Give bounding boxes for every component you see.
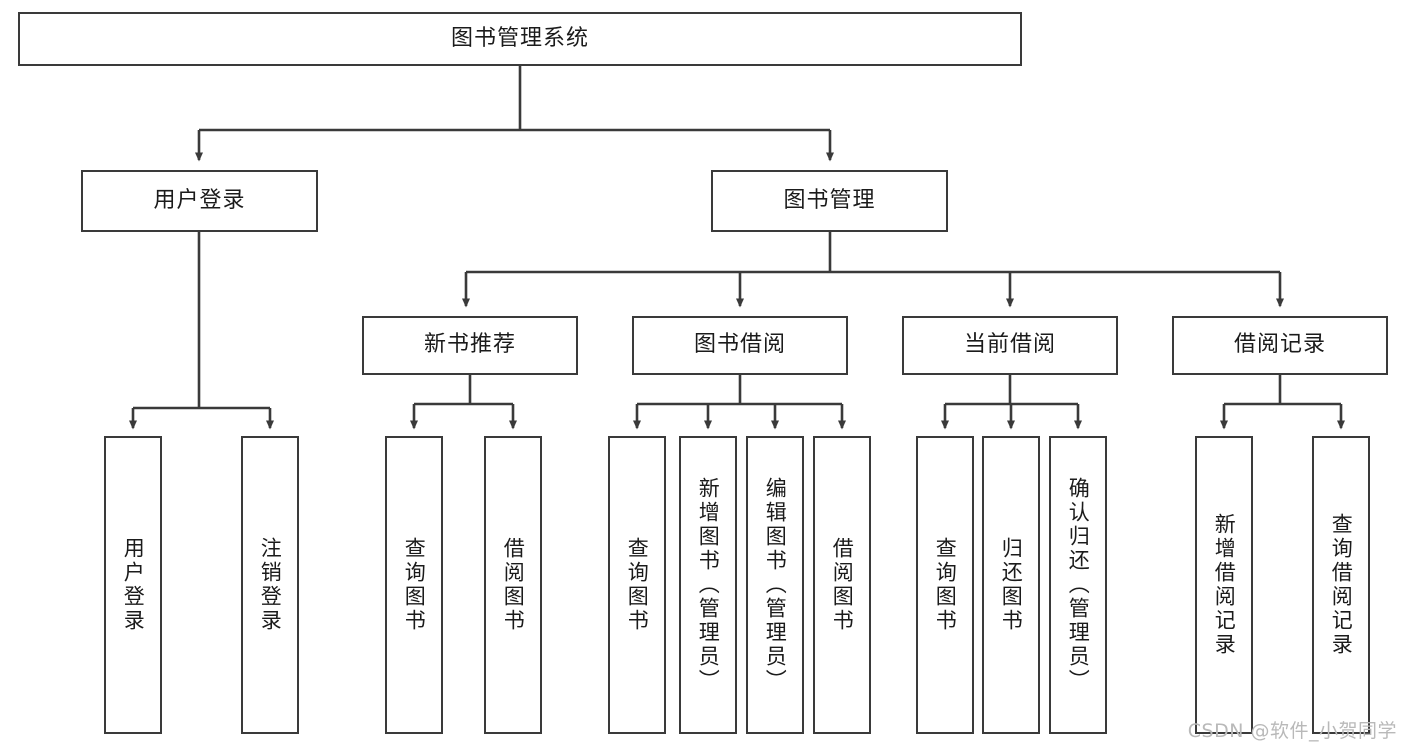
node-label: 用户登录 [121, 537, 146, 633]
node-label: 查询图书 [625, 537, 650, 633]
node-leaf-query-borrow-record[interactable]: 查询借阅记录 [1312, 436, 1370, 734]
node-label: 新增借阅记录 [1212, 513, 1237, 657]
node-root-book-management-system[interactable]: 图书管理系统 [18, 12, 1022, 66]
node-label: 归还图书 [999, 537, 1024, 633]
node-book-borrow[interactable]: 图书借阅 [632, 316, 848, 375]
node-label: 查询借阅记录 [1329, 513, 1354, 657]
node-leaf-query-book-recommend[interactable]: 查询图书 [385, 436, 443, 734]
node-label: 查询图书 [402, 537, 427, 633]
node-label: 图书管理系统 [450, 25, 589, 51]
node-leaf-edit-book-admin[interactable]: 编辑图书（管理员） [746, 436, 804, 734]
node-leaf-borrow-book-recommend[interactable]: 借阅图书 [484, 436, 542, 734]
watermark-text: CSDN @软件_小贺同学 [1187, 720, 1397, 742]
node-label: 编辑图书（管理员） [763, 477, 788, 693]
node-leaf-add-book-admin[interactable]: 新增图书（管理员） [679, 436, 737, 734]
node-label: 新增图书（管理员） [696, 477, 721, 693]
node-leaf-confirm-return-admin[interactable]: 确认归还（管理员） [1049, 436, 1107, 734]
node-label: 确认归还（管理员） [1066, 477, 1091, 693]
node-label: 借阅图书 [501, 537, 526, 633]
node-leaf-user-logout[interactable]: 注销登录 [241, 436, 299, 734]
node-new-book-recommend[interactable]: 新书推荐 [362, 316, 578, 375]
node-label: 注销登录 [258, 537, 283, 633]
node-label: 图书借阅 [693, 332, 786, 358]
node-label: 图书管理 [783, 187, 876, 213]
node-label: 新书推荐 [423, 332, 516, 358]
node-leaf-add-borrow-record[interactable]: 新增借阅记录 [1195, 436, 1253, 734]
node-label: 用户登录 [153, 187, 246, 213]
node-current-borrow[interactable]: 当前借阅 [902, 316, 1118, 375]
node-leaf-return-book[interactable]: 归还图书 [982, 436, 1040, 734]
node-borrow-record[interactable]: 借阅记录 [1172, 316, 1388, 375]
node-leaf-borrow-book[interactable]: 借阅图书 [813, 436, 871, 734]
node-user-login[interactable]: 用户登录 [81, 170, 318, 232]
node-leaf-user-login[interactable]: 用户登录 [104, 436, 162, 734]
node-label: 查询图书 [933, 537, 958, 633]
node-label: 当前借阅 [963, 332, 1056, 358]
node-book-management[interactable]: 图书管理 [711, 170, 948, 232]
node-leaf-query-book-current[interactable]: 查询图书 [916, 436, 974, 734]
node-label: 借阅图书 [830, 537, 855, 633]
node-leaf-query-book-borrow[interactable]: 查询图书 [608, 436, 666, 734]
node-label: 借阅记录 [1233, 332, 1326, 358]
